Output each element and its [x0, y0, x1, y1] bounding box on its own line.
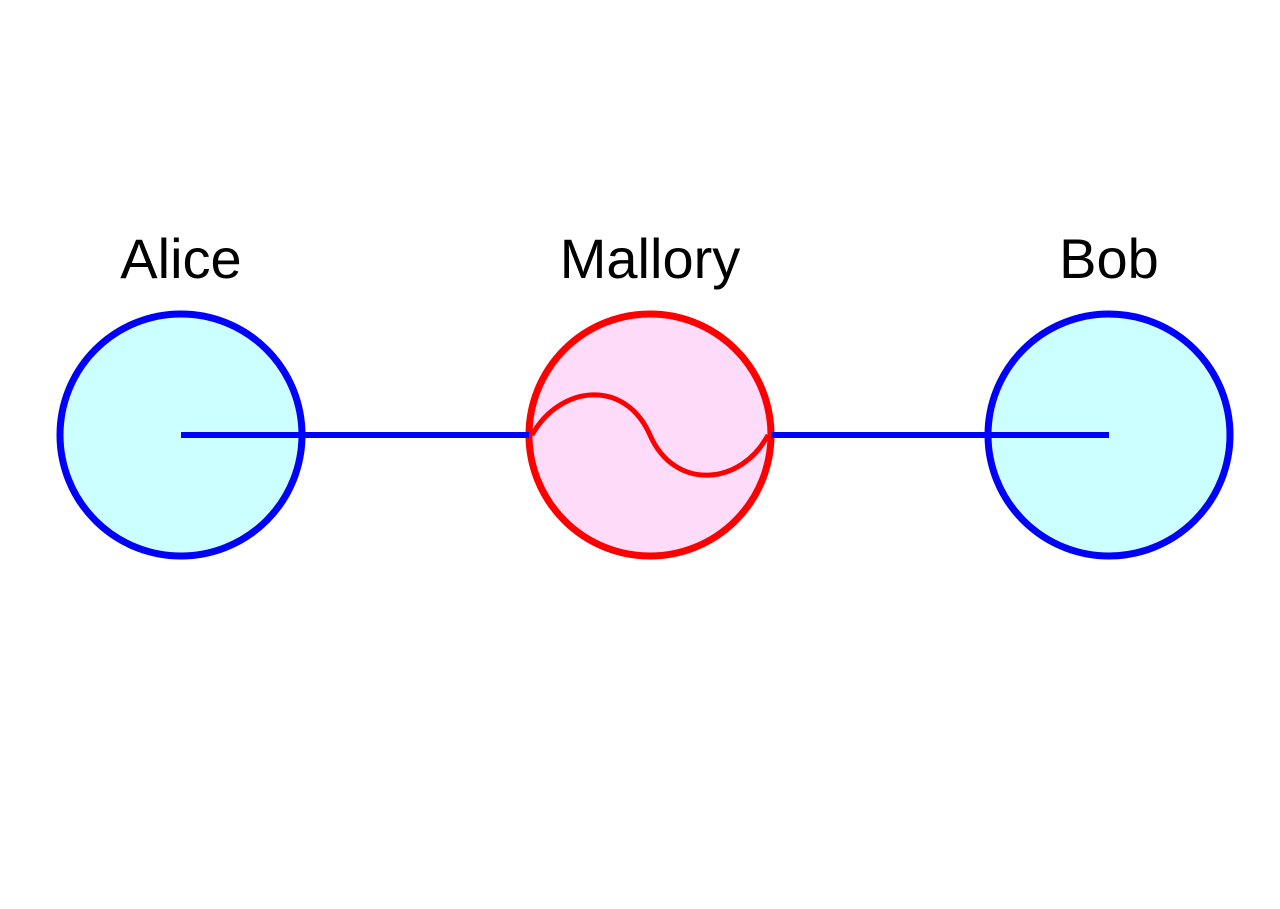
alice-label: Alice	[120, 227, 241, 290]
mallory-label: Mallory	[560, 227, 740, 290]
bob-label: Bob	[1059, 227, 1159, 290]
intercept-wave-icon	[529, 392, 771, 478]
